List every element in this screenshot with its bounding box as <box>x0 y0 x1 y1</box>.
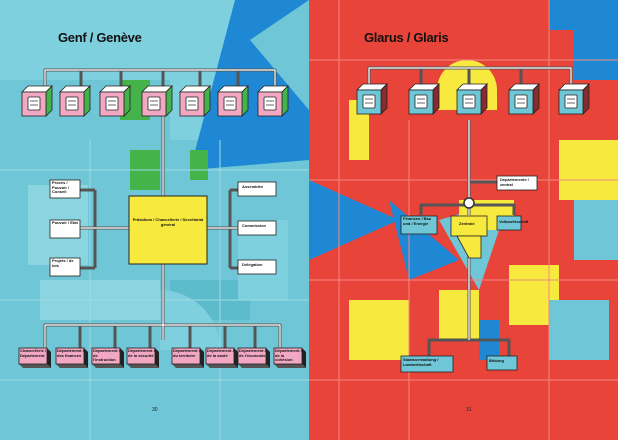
side-box-label: Departemente / zentral <box>500 178 536 187</box>
building-icon <box>100 86 130 116</box>
building-icon <box>357 84 387 114</box>
department-box-label: Département / de la sécurité <box>128 349 155 358</box>
leaf-icon <box>457 84 487 114</box>
health-icon <box>142 86 172 116</box>
tools-icon <box>509 84 539 114</box>
department-box-label: Chancellerie / Département <box>20 349 47 358</box>
computer-icon <box>409 84 439 114</box>
right-box-label: Délégation <box>242 263 276 268</box>
department-box-label: Département / de la cohésion <box>275 349 302 363</box>
page-title: Glarus / Glaris <box>364 30 448 45</box>
center-box-label: Präsidium / Chancellerie / Secrétariat g… <box>131 218 205 227</box>
glarus-org-chart <box>309 0 618 440</box>
mid-box-label: Finanzen / Bau und / Energie <box>403 217 437 226</box>
mid-box-label: Zentrale <box>459 222 485 227</box>
left-box-label: Procès / Pouvoir / Conseil <box>52 181 80 195</box>
page-number: 31 <box>466 407 472 413</box>
department-box-label: Département / du territoire <box>173 349 200 358</box>
department-box-label: Département / de l'instruction <box>93 349 120 363</box>
document-icon <box>180 86 210 116</box>
department-box-label: Département / des finances <box>57 349 84 358</box>
tools-icon <box>258 86 288 116</box>
page-geneva: Genf / Genève Präsidium / Chancellerie /… <box>0 0 309 440</box>
page-number: 30 <box>152 407 158 413</box>
mid-box-label: Volkswirtschaft <box>499 220 521 225</box>
bottom-box-label: Staatsverwaltung / Landwirtschaft <box>403 358 453 367</box>
left-box-label: Projets / de lois <box>52 259 80 268</box>
right-box-label: Assemblée <box>242 185 276 190</box>
right-box-label: Commission <box>242 224 276 229</box>
page-title: Genf / Genève <box>58 30 142 45</box>
pen-icon <box>218 86 248 116</box>
finance-icon <box>22 86 52 116</box>
department-box-label: Département / de l'économie <box>239 349 266 358</box>
person-icon <box>559 84 589 114</box>
department-box-label: Département / de la santé <box>207 349 234 358</box>
computer-icon <box>60 86 90 116</box>
bottom-box-label: Bildung <box>489 359 517 364</box>
page-glarus: Glarus / Glaris Departemente / zentral F… <box>309 0 618 440</box>
left-box-label: Pouvoir / Etat <box>52 221 80 226</box>
